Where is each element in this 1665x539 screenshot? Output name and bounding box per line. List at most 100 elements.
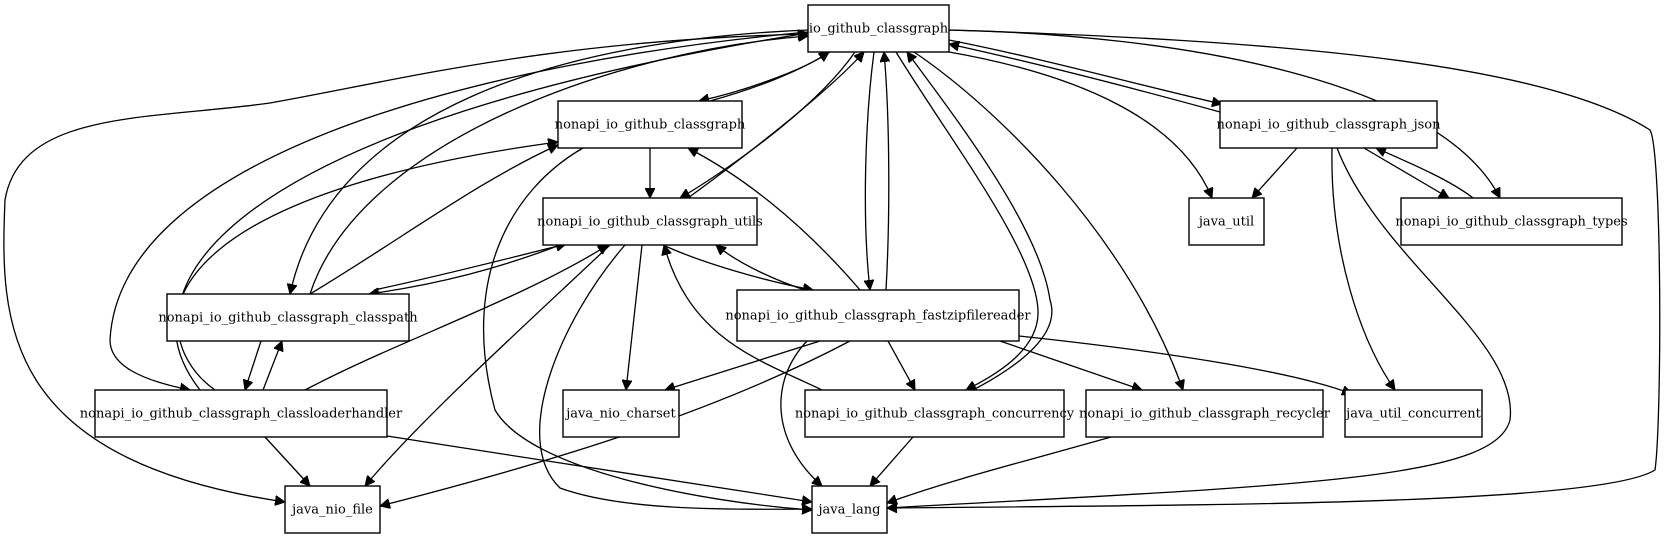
edge-path [1252, 147, 1298, 198]
edge-nonapi-io-github-classgraph-json-to-nonapi-io-github-classgraph-types [1363, 147, 1449, 198]
node-label: nonapi_io_github_classgraph_classloaderh… [80, 407, 403, 422]
edge-io-github-classgraph-to-java-util [948, 51, 1212, 198]
edge-path [386, 435, 812, 502]
node-label: java_nio_file [290, 503, 373, 518]
edge-path [887, 436, 1112, 503]
edge-path [177, 33, 808, 391]
edge-nonapi-io-github-classgraph-utils-to-io-github-classgraph [687, 52, 864, 199]
edge-nonapi-io-github-classgraph-fastzipfilereader-to-nonapi-io-github-classgraph-recycler [999, 340, 1142, 390]
edge-path [948, 39, 1222, 104]
edge-path [865, 51, 875, 290]
edge-nonapi-io-github-classgraph-to-java-lang [482, 147, 812, 510]
node-box [1085, 389, 1324, 438]
node-nonapi-io-github-classgraph[interactable]: nonapi_io_github_classgraph [555, 100, 746, 149]
edges-layer [3, 29, 1661, 510]
node-nonapi-io-github-classgraph-json[interactable]: nonapi_io_github_classgraph_json [1217, 100, 1442, 149]
edge-nonapi-io-github-classgraph-concurrency-to-io-github-classgraph [907, 52, 1053, 391]
node-label: nonapi_io_github_classgraph_recycler [1079, 407, 1331, 422]
edge-path [1376, 148, 1474, 199]
node-box [542, 197, 758, 246]
node-io-github-classgraph[interactable]: io_github_classgraph [807, 4, 950, 53]
edge-io-github-classgraph-to-nonapi-io-github-classgraph-json [948, 39, 1222, 104]
edge-path [365, 244, 611, 486]
edge-path [664, 245, 823, 391]
node-box [284, 485, 381, 534]
edge-path [665, 340, 821, 390]
edge-nonapi-io-github-classgraph-fastzipfilereader-to-java-util-concurrent [1018, 335, 1352, 394]
edge-path [373, 244, 566, 291]
edge-path [369, 244, 561, 294]
edge-path [688, 147, 861, 291]
node-nonapi-io-github-classgraph-classloaderhandler[interactable]: nonapi_io_github_classgraph_classloaderh… [80, 389, 403, 438]
edge-nonapi-io-github-classgraph-json-to-io-github-classgraph [949, 44, 1221, 113]
edge-path [109, 31, 809, 390]
edge-nonapi-io-github-classgraph-classloaderhandler-to-io-github-classgraph [177, 33, 808, 391]
edge-path [175, 142, 558, 391]
node-nonapi-io-github-classgraph-utils[interactable]: nonapi_io_github_classgraph_utils [537, 197, 763, 246]
node-nonapi-io-github-classgraph-concurrency[interactable]: nonapi_io_github_classgraph_concurrency [795, 389, 1075, 438]
edge-io-github-classgraph-to-nonapi-io-github-classgraph-recycler [913, 51, 1183, 390]
edge-path [870, 436, 914, 486]
edge-path [687, 52, 864, 199]
edge-nonapi-io-github-classgraph-classloaderhandler-to-java-nio-file [264, 436, 310, 486]
node-nonapi-io-github-classgraph-recycler[interactable]: nonapi_io_github_classgraph_recycler [1079, 389, 1331, 438]
edge-io-github-classgraph-to-nonapi-io-github-classgraph-types [948, 29, 1501, 198]
edge-nonapi-io-github-classgraph-fastzipfilereader-to-nonapi-io-github-classgraph [688, 147, 861, 291]
edge-io-github-classgraph-to-nonapi-io-github-classgraph [699, 51, 831, 101]
edge-nonapi-io-github-classgraph-classloaderhandler-to-nonapi-io-github-classgraph-utils [304, 245, 608, 391]
edge-io-github-classgraph-to-nonapi-io-github-classgraph-classloaderhandler [109, 31, 809, 390]
edge-nonapi-io-github-classgraph-classloaderhandler-to-nonapi-io-github-classgraph [175, 142, 558, 391]
edge-io-github-classgraph-to-java-nio-file [3, 33, 809, 502]
edge-io-github-classgraph-to-java-lang [887, 29, 1661, 508]
edge-nonapi-io-github-classgraph-utils-to-nonapi-io-github-classgraph-fastzipfilereader [662, 244, 813, 290]
edge-nonapi-io-github-classgraph-classpath-to-nonapi-io-github-classgraph-utils [373, 244, 566, 291]
node-nonapi-io-github-classgraph-fastzipfilereader[interactable]: nonapi_io_github_classgraph_fastzipfiler… [725, 289, 1031, 342]
edge-path [948, 29, 1501, 198]
edge-nonapi-io-github-classgraph-fastzipfilereader-to-nonapi-io-github-classgraph-utils [716, 245, 806, 291]
edge-nonapi-io-github-classgraph-json-to-java-util-concurrent [1331, 147, 1395, 390]
edge-path [999, 340, 1142, 390]
edge-nonapi-io-github-classgraph-recycler-to-java-lang [887, 436, 1112, 503]
node-java-lang[interactable]: java_lang [811, 485, 888, 534]
node-label: nonapi_io_github_classgraph_concurrency [795, 407, 1075, 422]
node-label: java_lang [817, 503, 881, 518]
node-label: java_util_concurrent [1344, 407, 1481, 422]
node-java-util[interactable]: java_util [1188, 197, 1265, 246]
edge-path [539, 244, 812, 509]
edge-nonapi-io-github-classgraph-classpath-to-io-github-classgraph [309, 36, 808, 295]
node-java-util-concurrent[interactable]: java_util_concurrent [1344, 389, 1483, 438]
node-label: nonapi_io_github_classgraph [555, 118, 746, 133]
edge-path [3, 33, 809, 502]
node-java-nio-charset[interactable]: java_nio_charset [562, 389, 680, 438]
node-box [1344, 389, 1483, 438]
edge-nonapi-io-github-classgraph-concurrency-to-java-lang [870, 436, 914, 486]
edge-nonapi-io-github-classgraph-utils-to-java-lang [539, 244, 812, 509]
edge-io-github-classgraph-to-nonapi-io-github-classgraph-fastzipfilereader [865, 51, 875, 290]
node-box [811, 485, 888, 534]
node-nonapi-io-github-classgraph-types[interactable]: nonapi_io_github_classgraph_types [1395, 197, 1628, 246]
node-label: nonapi_io_github_classgraph_fastzipfiler… [725, 309, 1031, 324]
node-box [166, 293, 410, 342]
edge-path [699, 51, 831, 101]
edge-nonapi-io-github-classgraph-classloaderhandler-to-nonapi-io-github-classgraph-classpath [262, 341, 282, 391]
node-box [736, 289, 1020, 342]
edge-path [262, 341, 282, 391]
edge-path [1018, 335, 1352, 394]
edge-nonapi-io-github-classgraph-classloaderhandler-to-java-lang [386, 435, 812, 502]
edge-path [895, 51, 1039, 391]
edge-path [887, 29, 1661, 508]
edge-nonapi-io-github-classgraph-fastzipfilereader-to-java-lang [780, 340, 822, 486]
edge-nonapi-io-github-classgraph-types-to-nonapi-io-github-classgraph-json [1376, 148, 1474, 199]
node-box [94, 389, 388, 438]
edge-path [887, 340, 916, 390]
edge-path [482, 147, 812, 510]
edge-nonapi-io-github-classgraph-json-to-java-util [1252, 147, 1298, 198]
edge-path [887, 147, 1512, 508]
node-java-nio-file[interactable]: java_nio_file [284, 485, 381, 534]
node-box [804, 389, 1065, 438]
edge-nonapi-io-github-classgraph-fastzipfilereader-to-java-nio-charset [665, 340, 821, 390]
node-box [1400, 197, 1623, 246]
edge-path [626, 244, 643, 390]
node-nonapi-io-github-classgraph-classpath[interactable]: nonapi_io_github_classgraph_classpath [158, 293, 418, 342]
